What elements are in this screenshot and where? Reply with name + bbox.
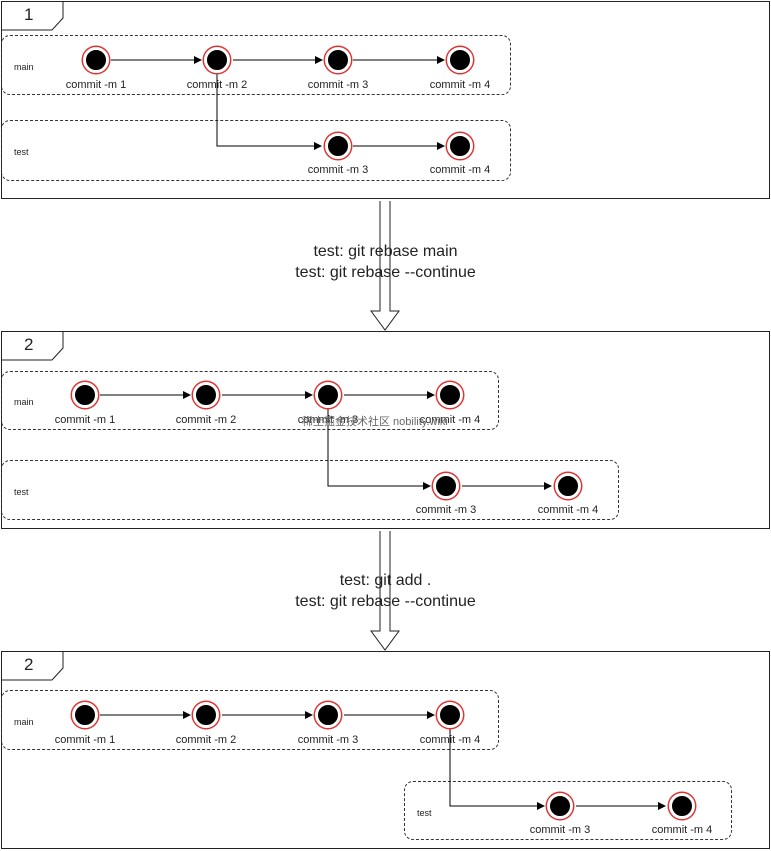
commit-node (437, 702, 463, 728)
step-command: test: git rebase --continue (295, 264, 476, 281)
lane-main: main (1, 690, 499, 750)
lane-label-test: test (14, 487, 29, 497)
lane-test: test (404, 781, 732, 840)
commit-label: commit -m 3 (297, 414, 359, 426)
commit-node (72, 702, 98, 728)
watermark-text: 稀土掘金技术社区 nobility.wiki (302, 416, 448, 428)
commit-label: commit -m 4 (419, 414, 481, 426)
commit-label: commit -m 2 (186, 79, 248, 91)
step-1-text: test: git rebase main test: git rebase -… (0, 241, 771, 283)
commit-node (555, 473, 581, 499)
commit-label: commit -m 3 (415, 504, 477, 516)
commit-label: commit -m 3 (307, 79, 369, 91)
commit-label: commit -m 1 (65, 79, 127, 91)
commit-node (315, 702, 341, 728)
step-command: test: git rebase main (313, 243, 458, 260)
commit-node (437, 382, 463, 408)
commit-label: commit -m 3 (297, 734, 359, 746)
commit-node (447, 133, 473, 159)
commit-node (447, 47, 473, 73)
frame-tab-shape (2, 652, 64, 681)
commit-label: commit -m 4 (537, 504, 599, 516)
step-2-text: test: git add . test: git rebase --conti… (0, 570, 771, 612)
step-command: test: git add . (339, 572, 432, 589)
commit-node (193, 702, 219, 728)
commit-node (204, 47, 230, 73)
commit-node (193, 382, 219, 408)
lane-label-main: main (14, 62, 34, 72)
frame-tab-shape (2, 332, 64, 361)
lane-label-test: test (417, 808, 432, 818)
commit-label: commit -m 4 (419, 734, 481, 746)
lane-label-main: main (14, 397, 34, 407)
commit-node (547, 793, 573, 819)
frame-number: 2 (24, 655, 34, 674)
commit-node (433, 473, 459, 499)
step-command: test: git rebase --continue (295, 593, 476, 610)
lane-main: main (1, 371, 499, 430)
commit-label: commit -m 4 (429, 79, 491, 91)
frame-tab-shape (2, 2, 64, 31)
frame-number: 2 (24, 335, 34, 354)
frame-2: 2 (1, 331, 770, 529)
commit-node (325, 47, 351, 73)
commit-label: commit -m 4 (429, 164, 491, 176)
commit-node (325, 133, 351, 159)
commit-label: commit -m 2 (175, 414, 237, 426)
commit-label: commit -m 3 (529, 824, 591, 836)
commit-node (72, 382, 98, 408)
commit-label: commit -m 1 (54, 414, 116, 426)
commit-label: commit -m 2 (175, 734, 237, 746)
frame-1: 1 (1, 1, 770, 199)
commit-node (669, 793, 695, 819)
lane-label-main: main (14, 717, 34, 727)
commit-label: commit -m 4 (651, 824, 713, 836)
commit-label: commit -m 3 (307, 164, 369, 176)
commit-node (315, 382, 341, 408)
lane-label-test: test (14, 147, 29, 157)
frame-number: 1 (24, 5, 34, 24)
commit-label: commit -m 1 (54, 734, 116, 746)
lane-test: test (1, 460, 619, 520)
frame-3: 2 (1, 651, 770, 849)
commit-node (83, 47, 109, 73)
